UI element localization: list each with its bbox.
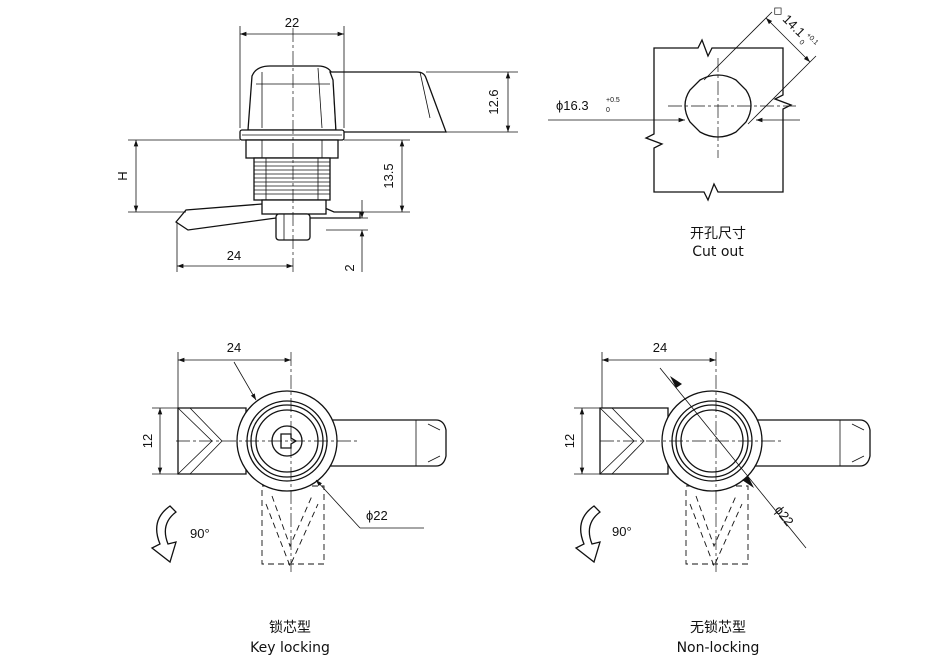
non-locking-dim-height: 12 [562, 434, 577, 448]
handle-lever [329, 71, 447, 133]
dim-cutout-diameter: ϕ16.3 [556, 98, 589, 113]
key-handle [317, 419, 447, 467]
threaded-body [253, 157, 331, 201]
key-dim-diameter: ϕ22 [366, 508, 388, 523]
side-view: 22 12.6 H 13.5 24 2 [115, 15, 518, 272]
cutout-caption-en: Cut out [692, 244, 744, 260]
non-locking-rotated-cam [685, 485, 749, 565]
dim-height-h: H [115, 171, 130, 180]
key-dim-width: 24 [227, 340, 241, 355]
dim-handle-height: 12.6 [486, 89, 501, 114]
non-locking-dim-width: 24 [653, 340, 667, 355]
dim-square-tol-upper: +0.1 [805, 32, 820, 47]
key-rotated-cam [261, 485, 325, 565]
dim-stem: 2 [342, 264, 357, 271]
knob-body [247, 65, 337, 131]
key-caption-en: Key locking [250, 640, 330, 656]
key-rotation-label: 90° [190, 526, 210, 541]
dim-cutout-tol-lower: 0 [606, 107, 610, 114]
key-locking-view: 24 12 ϕ22 90° 锁芯型 Key locking [140, 340, 447, 656]
dim-top-width: 22 [285, 15, 299, 30]
panel-outline [644, 38, 793, 202]
key-rotation-arrow [150, 505, 177, 564]
dim-square-tol-lower: 0 [797, 39, 805, 47]
non-locking-view: 24 12 ϕ22 90° 无锁芯型 Non-locking [562, 340, 871, 656]
thread-lines [254, 158, 330, 200]
key-caption-cn: 锁芯型 [269, 620, 311, 636]
cutout-caption-cn: 开孔尺寸 [690, 226, 746, 242]
nut [245, 139, 339, 159]
dim-cutout-tol-upper: +0.5 [606, 97, 620, 104]
dim-thread-length: 13.5 [381, 163, 396, 188]
non-locking-dim-diameter: ϕ22 [772, 503, 797, 529]
dim-bottom-width: 24 [227, 248, 241, 263]
non-locking-rotation-arrow [574, 505, 601, 564]
non-locking-caption-cn: 无锁芯型 [690, 620, 746, 636]
non-locking-caption-en: Non-locking [677, 640, 760, 656]
cutout-view: ◇ 14.1 +0.1 0 ϕ16.3 +0.5 0 开孔尺寸 Cut out [548, 2, 820, 260]
non-locking-handle [739, 419, 871, 467]
non-locking-rotation-label: 90° [612, 524, 632, 539]
key-dim-height: 12 [140, 434, 155, 448]
